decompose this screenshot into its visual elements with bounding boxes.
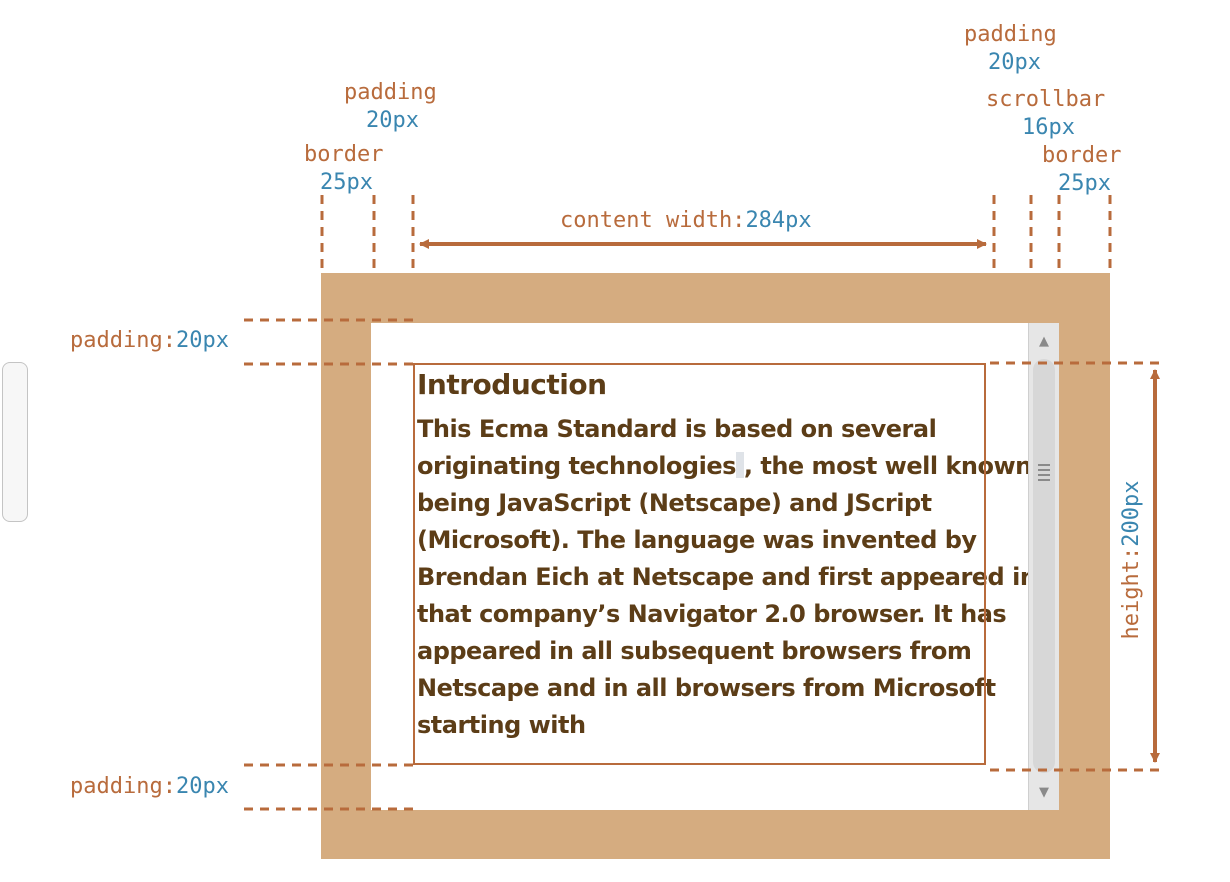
content-area: Introduction This Ecma Standard is based… [417,364,1057,766]
padding-top-label: padding:20px [70,328,229,353]
text-cursor-highlight [735,452,744,478]
grip-icon [1038,464,1050,481]
border-left-label: border [304,142,384,167]
scrollbar-track[interactable] [1033,359,1055,773]
padding-right-label: padding [964,22,1057,47]
padding-left-value: 20px [366,108,419,133]
scrollbar-label: scrollbar [986,87,1106,112]
padding-right-value: 20px [988,50,1041,75]
height-label: height:200px [1119,480,1144,640]
vertical-scrollbar[interactable]: ▲ ▼ [1028,323,1059,810]
padding-left-label: padding [344,80,437,105]
scroll-down-arrow-icon[interactable]: ▼ [1039,784,1049,800]
content-box-outline [413,363,986,765]
content-heading: Introduction [417,368,607,401]
scrollbar-thumb[interactable] [2,362,28,522]
content-paragraph-rest: , the most well known being JavaScript (… [417,452,1037,739]
content-width-label: content width:284px [560,208,812,233]
scroll-up-arrow-icon[interactable]: ▲ [1039,333,1049,349]
border-left-value: 25px [320,170,373,195]
element-padding-area [371,323,1059,810]
content-paragraph: This Ecma Standard is based on several o… [417,411,1047,744]
content-paragraph-start: This Ecma Standard is based on several o… [417,415,937,480]
padding-bottom-label: padding:20px [70,774,229,799]
scrollbar-value: 16px [1022,115,1075,140]
border-right-value: 25px [1058,171,1111,196]
border-right-label: border [1042,143,1122,168]
